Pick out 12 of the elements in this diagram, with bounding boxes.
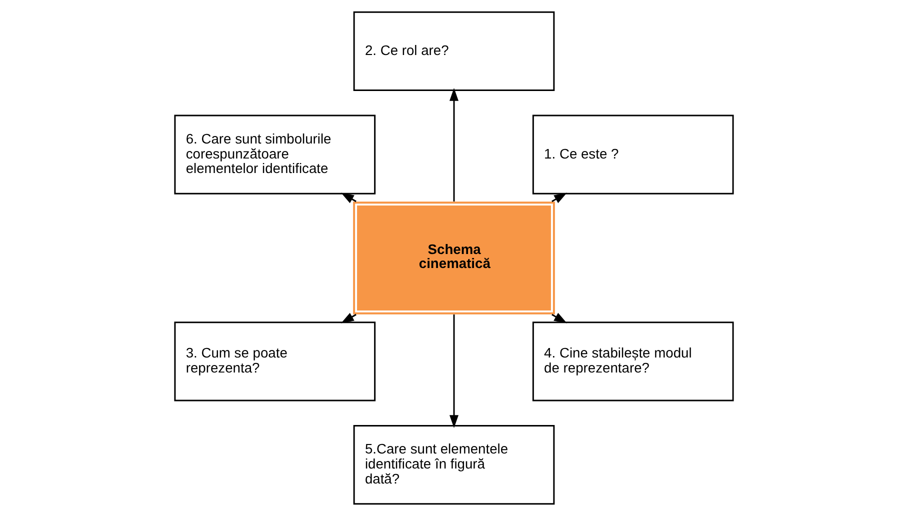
arrow <box>341 312 356 324</box>
node-box: 6. Care sunt simbolurile corespunzătoare elementelor identificate <box>174 114 376 194</box>
arrow <box>450 314 459 428</box>
node-box: 4. Cine stabilește modul de reprezentare? <box>532 322 734 402</box>
arrow <box>552 192 567 204</box>
arrow <box>552 312 567 324</box>
node-box: 3. Cum se poate reprezenta? <box>174 322 376 402</box>
arrow <box>450 88 459 202</box>
node-box: 1. Ce este ? <box>532 114 734 194</box>
node-box: 5.Care sunt elementele identificate în figură dată? <box>353 425 555 505</box>
node-box: 2. Ce rol are? <box>353 11 555 91</box>
arrow <box>341 192 356 204</box>
